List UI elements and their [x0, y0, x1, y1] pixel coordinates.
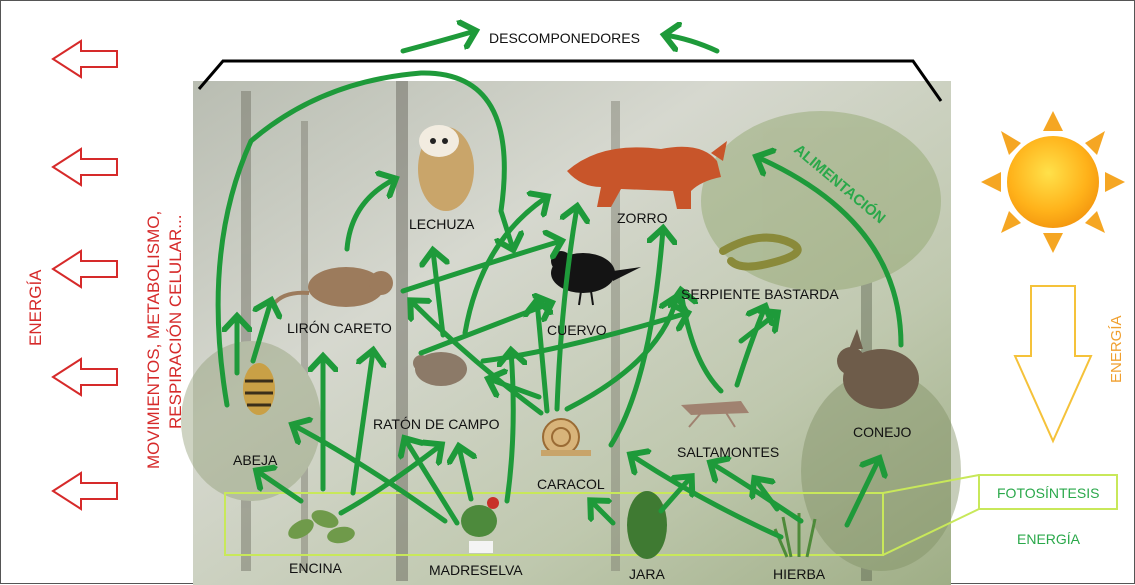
- label-encina: ENCINA: [289, 560, 343, 576]
- label-conejo: CONEJO: [853, 424, 911, 440]
- label-jara: JARA: [629, 566, 665, 582]
- label-cuervo: CUERVO: [547, 322, 607, 338]
- label-liron: LIRÓN CARETO: [287, 320, 392, 336]
- label-serpiente: SERPIENTE BASTARDA: [681, 286, 839, 302]
- photosynthesis-label: FOTOSÍNTESIS: [997, 485, 1099, 501]
- energy-photo-label: ENERGÍA: [1017, 531, 1081, 547]
- heat-arrow-5: [53, 473, 117, 509]
- label-zorro: ZORRO: [617, 210, 668, 226]
- decomposer-arrow-left: [403, 31, 475, 51]
- bee-illustration: [243, 363, 275, 415]
- label-abeja: ABEJA: [233, 452, 278, 468]
- sun-icon: [981, 111, 1125, 253]
- heat-arrow-1: [53, 41, 117, 77]
- decomposer-arrow-right: [665, 35, 717, 51]
- label-saltamontes: SALTAMONTES: [677, 444, 779, 460]
- label-madreselva: MADRESELVA: [429, 562, 523, 578]
- label-lechuza: LECHUZA: [409, 216, 475, 232]
- energy-sun-label: ENERGÍA: [1108, 315, 1125, 383]
- heat-arrow-4: [53, 359, 117, 395]
- decomposers-label: DESCOMPONEDORES: [489, 30, 640, 46]
- heat-arrow-3: [53, 251, 117, 287]
- label-raton: RATÓN DE CAMPO: [373, 416, 500, 432]
- heat-loss-arrows: [53, 41, 117, 509]
- heat-arrow-2: [53, 149, 117, 185]
- metabolism-label-line2: RESPIRACIÓN CELULAR...: [166, 215, 185, 429]
- metabolism-label-line1: MOVIMIENTOS, METABOLISMO,: [144, 211, 163, 469]
- rockrose-illustration: [627, 491, 667, 559]
- label-hierba: HIERBA: [773, 566, 826, 582]
- energy-left-label: ENERGÍA: [26, 269, 45, 346]
- sun-energy-arrow: [1015, 286, 1091, 441]
- label-caracol: CARACOL: [537, 476, 605, 492]
